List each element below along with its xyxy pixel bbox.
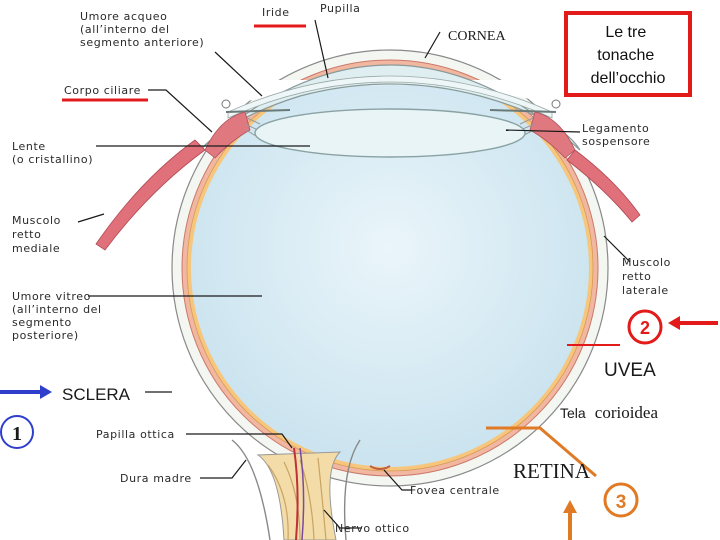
label-fovea: Fovea centrale bbox=[410, 484, 500, 497]
label-sclera: SCLERA bbox=[62, 385, 131, 404]
label-papilla: Papilla ottica bbox=[96, 428, 175, 441]
label-corpo-ciliare: Corpo ciliare bbox=[64, 84, 141, 97]
label-cornea: CORNEA bbox=[448, 29, 506, 44]
retina-arrow bbox=[563, 500, 577, 540]
canal-left bbox=[222, 100, 230, 108]
number-2: 2 bbox=[640, 318, 650, 338]
title-box: Le tre tonache dell’occhio bbox=[566, 13, 690, 95]
label-dura-madre: Dura madre bbox=[120, 472, 192, 485]
label-pupilla: Pupilla bbox=[320, 2, 361, 15]
lens bbox=[255, 109, 525, 157]
label-lente: Lente(o cristallino) bbox=[12, 140, 93, 166]
uvea-arrow bbox=[668, 316, 718, 330]
label-retina: RETINA bbox=[513, 459, 591, 483]
canal-right bbox=[552, 100, 560, 108]
label-tela-corioidea: Tela corioidea bbox=[560, 403, 658, 422]
number-3: 3 bbox=[616, 492, 627, 513]
number-1: 1 bbox=[12, 423, 22, 445]
label-nervo: Nervo ottico bbox=[335, 522, 410, 535]
label-uvea: UVEA bbox=[604, 360, 656, 381]
label-iride: Iride bbox=[262, 6, 290, 19]
sclera-arrow bbox=[0, 385, 52, 399]
optic-nerve bbox=[258, 448, 340, 540]
